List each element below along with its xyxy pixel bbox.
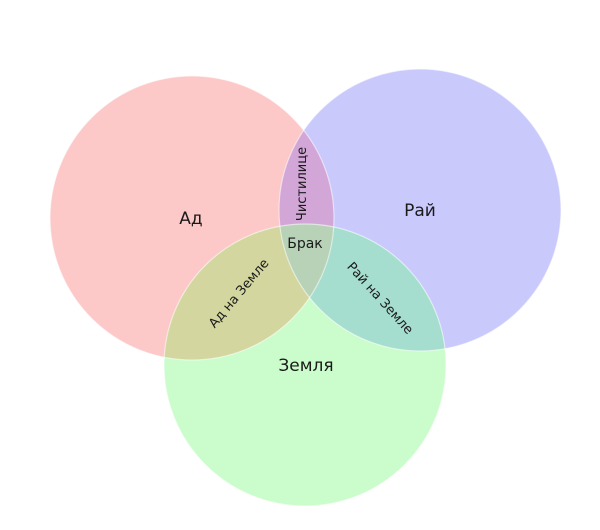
heaven-label: Рай [404,201,436,221]
heaven-earth-overlap [279,224,446,351]
hell-label: Ад [179,209,202,229]
hell-earth-overlap [164,224,334,360]
earth-label: Земля [278,356,333,376]
all-overlap-label: Брак [287,236,323,252]
hell-heaven-overlap-label: Чистилице [295,147,310,221]
